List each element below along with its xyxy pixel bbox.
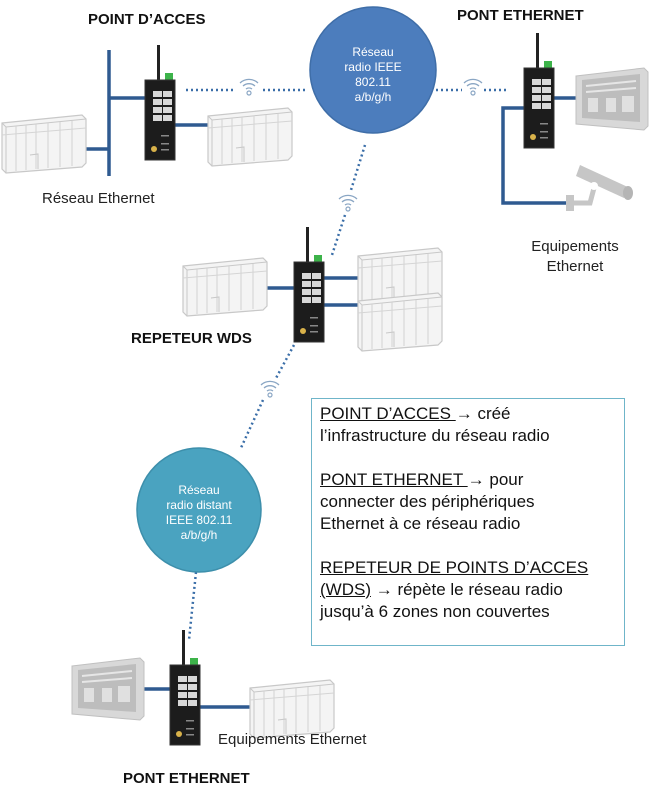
main-radio-network-circle [309,6,437,134]
equipment-bottom-label: Equipements Ethernet [218,731,367,748]
plc-rack-icon [1,114,87,174]
industrial-router-icon [144,44,176,161]
ethernet-network-label: Réseau Ethernet [42,190,155,207]
legend-desc: pour [484,470,524,489]
legend-desc: connecter des périphériques [320,492,535,511]
legend-item-repeater: REPETEUR DE POINTS D’ACCES (WDS) → répèt… [320,557,624,623]
remote-network-line: radio distant [166,498,232,512]
legend-item-access-point: POINT D’ACCES → créé l’infrastructure du… [320,403,624,447]
main-network-line: radio IEEE [344,60,402,74]
link-remote-bottom [187,571,198,641]
remote-network-line: a/b/g/h [180,528,218,542]
legend-desc: créé [472,404,511,423]
link-repeater-top [349,144,367,191]
main-network-line: a/b/g/h [354,90,392,104]
legend-desc: répète le réseau radio [392,580,563,599]
access-point-title: POINT D’ACCES [88,11,206,28]
equipment-top-label-line2: Ethernet [546,258,604,275]
remote-radio-network-circle [136,447,262,573]
legend-term: (WDS) [320,580,371,599]
legend-term: POINT D’ACCES [320,404,456,423]
wifi-icon [239,78,259,96]
industrial-router-icon [523,32,555,149]
link-repeater-mid [330,214,347,256]
legend-desc: Ethernet à ce réseau radio [320,514,521,533]
arrow-icon: → [467,470,485,489]
plc-rack-icon [182,257,268,317]
bridge-bottom-title: PONT ETHERNET [123,770,250,787]
hmi-panel-icon [71,657,145,721]
radio-links [186,88,509,641]
main-network-line: 802.11 [355,75,391,89]
legend-term: REPETEUR DE POINTS D’ACCES [320,558,589,577]
bridge-top-title: PONT ETHERNET [457,7,584,24]
wifi-icon [338,194,358,212]
legend-box: POINT D’ACCES → créé l’infrastructure du… [311,398,625,646]
equipment-top-label: Equipements Ethernet [525,237,625,277]
legend-term: PONT ETHERNET [320,470,468,489]
equipment-top-label-line1: Equipements [531,238,619,255]
remote-network-line: IEEE 802.11 [165,513,233,527]
arrow-icon: → [455,404,473,423]
link-remote-top [238,399,265,451]
legend-desc: l’infrastructure du réseau radio [320,426,550,445]
remote-network-line: Réseau [178,483,220,497]
legend-item-bridge: PONT ETHERNET → pour connecter des périp… [320,469,624,535]
plc-rack-icon [357,292,443,352]
remote-radio-network-label: Réseau radio distant IEEE 802.11 a/b/g/h [149,483,249,543]
hmi-panel-icon [575,67,649,131]
wifi-icon [463,78,483,96]
arrow-icon: → [375,580,393,599]
link-repeater-bottom [273,344,296,381]
security-camera-icon [566,165,633,211]
main-network-line: Réseau [352,45,394,59]
repeater-title: REPETEUR WDS [131,330,252,347]
plc-rack-icon [207,107,293,167]
main-radio-network-label: Réseau radio IEEE 802.11 a/b/g/h [323,45,423,105]
legend-desc: jusqu’à 6 zones non couvertes [320,602,550,621]
industrial-router-icon [293,226,325,343]
wifi-icon [260,380,280,398]
industrial-router-icon [169,629,201,746]
